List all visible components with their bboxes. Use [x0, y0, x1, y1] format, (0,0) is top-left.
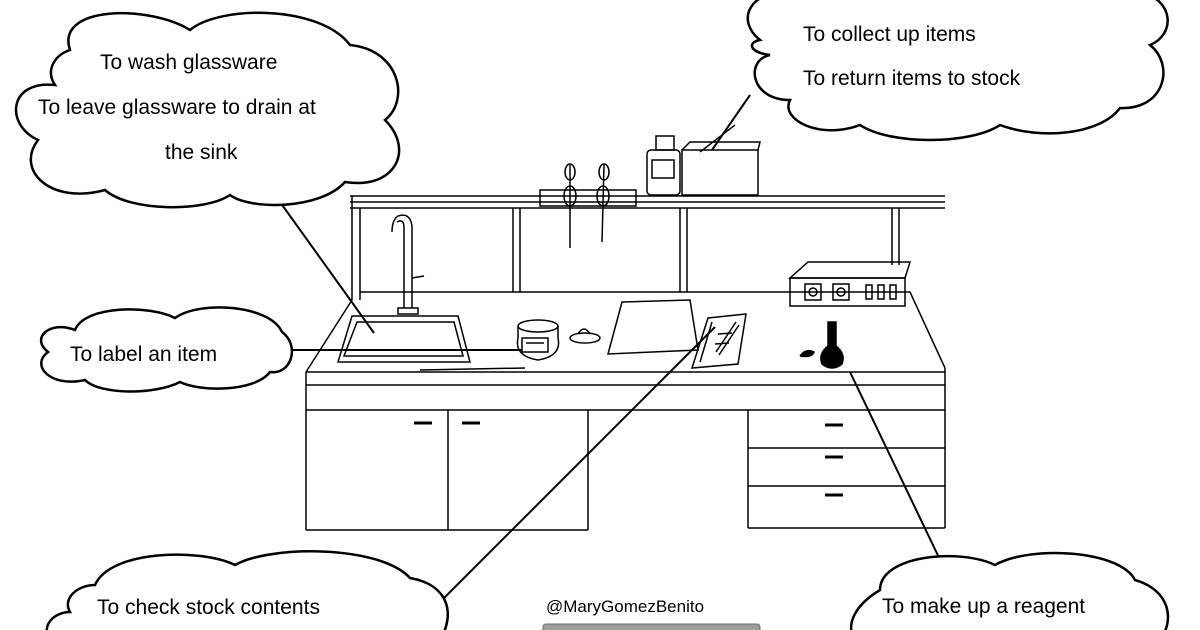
callout-line-shelf	[711, 94, 751, 151]
cloud-stock	[45, 550, 449, 630]
weigh-boat	[569, 328, 601, 344]
right-drawers	[747, 410, 946, 529]
sink	[336, 214, 471, 363]
cloud-shelf	[746, 0, 1169, 142]
callout-line-reagent	[849, 371, 945, 569]
callout-line-stock	[439, 326, 716, 603]
shelf-line-2: To return items to stock	[803, 67, 1021, 90]
cloud-reagent	[849, 551, 1170, 630]
jar	[516, 319, 560, 361]
cloud-bubbles	[14, 0, 1170, 630]
notebook	[690, 313, 747, 369]
sink-line-3: the sink	[165, 141, 238, 164]
cloud-sink	[14, 11, 401, 209]
reagent-line: To make up a reagent	[882, 595, 1086, 618]
back-shelf	[350, 195, 945, 300]
reagent-flask	[820, 321, 844, 369]
cloud-label	[40, 306, 294, 393]
pipette-rack	[539, 163, 637, 248]
sink-line-1: To wash glassware	[100, 51, 278, 74]
stock-line: To check stock contents	[97, 596, 320, 619]
shelf-bottle	[646, 135, 681, 196]
author-credit: @MaryGomezBenito	[546, 597, 705, 616]
bench-drawing	[305, 124, 946, 531]
label-item-line: To label an item	[70, 343, 218, 366]
spilled-powder	[799, 349, 815, 358]
callout-line-sink	[274, 194, 375, 334]
stock-box	[681, 124, 761, 196]
bench-top	[305, 291, 946, 411]
left-cabinet	[305, 410, 589, 531]
callout-lines	[274, 94, 945, 603]
sink-line-2: To leave glassware to drain at	[38, 96, 316, 119]
shelf-line-1: To collect up items	[803, 23, 976, 46]
credit-badge	[542, 623, 761, 630]
